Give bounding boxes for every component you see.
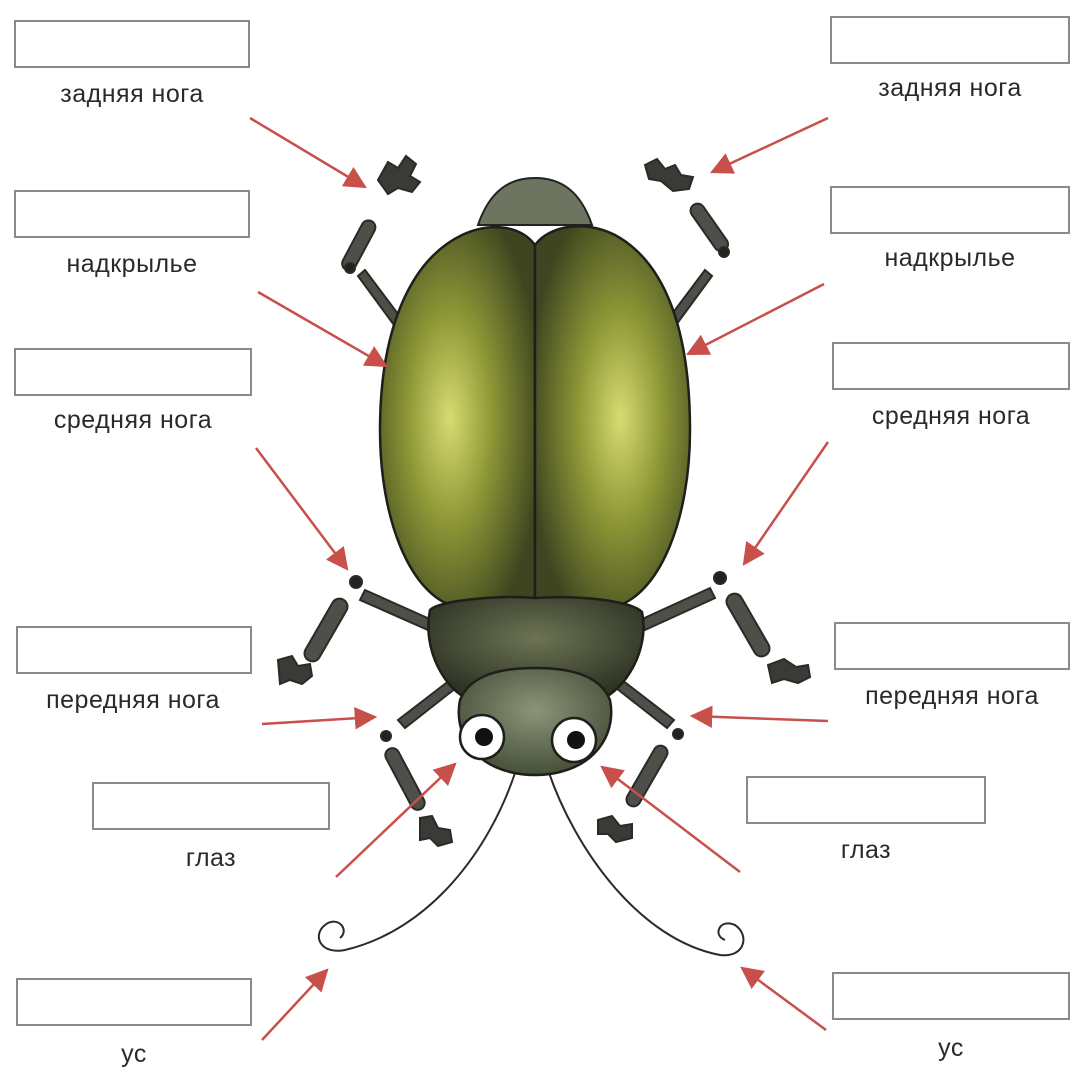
arrow-left-middle-leg <box>256 448 347 569</box>
label-left-middle-leg: средняя нога <box>14 406 252 435</box>
label-left-front-leg: передняя нога <box>10 686 256 715</box>
arrow-left-hind-leg <box>250 118 365 187</box>
arrow-left-elytron <box>258 292 386 366</box>
label-left-antenna: ус <box>16 1040 252 1069</box>
right-middle-leg <box>640 572 810 683</box>
label-right-antenna: ус <box>832 1034 1070 1063</box>
left-eye <box>460 715 504 759</box>
label-right-middle-leg: средняя нога <box>832 402 1070 431</box>
label-right-elytron: надкрылье <box>830 244 1070 273</box>
arrow-right-eye <box>602 767 740 872</box>
label-right-eye: глаз <box>746 836 986 865</box>
answer-box-left-middle-leg[interactable] <box>14 348 252 396</box>
answer-box-right-front-leg[interactable] <box>834 622 1070 670</box>
answer-box-right-eye[interactable] <box>746 776 986 824</box>
arrow-right-hind-leg <box>712 118 828 172</box>
answer-box-left-antenna[interactable] <box>16 978 252 1026</box>
arrow-left-eye <box>336 764 455 877</box>
left-front-leg <box>381 680 456 846</box>
arrow-right-elytron <box>688 284 824 354</box>
answer-box-left-eye[interactable] <box>92 782 330 830</box>
answer-box-right-hind-leg[interactable] <box>830 16 1070 64</box>
right-antenna <box>548 770 743 955</box>
left-elytron <box>380 227 535 609</box>
answer-box-left-front-leg[interactable] <box>16 626 252 674</box>
label-left-elytron: надкрылье <box>14 250 250 279</box>
arrow-right-front-leg <box>692 716 828 721</box>
arrow-left-antenna <box>262 970 327 1040</box>
answer-box-right-elytron[interactable] <box>830 186 1070 234</box>
beetle-pronotum-top <box>478 178 592 225</box>
arrow-right-middle-leg <box>744 442 828 564</box>
arrow-left-front-leg <box>262 717 375 724</box>
label-left-hind-leg: задняя нога <box>14 80 250 109</box>
label-left-eye: глаз <box>92 844 330 873</box>
right-elytron <box>535 226 690 609</box>
label-right-hind-leg: задняя нога <box>830 74 1070 103</box>
label-right-front-leg: передняя нога <box>834 682 1070 711</box>
left-middle-leg <box>278 576 432 684</box>
answer-box-right-antenna[interactable] <box>832 972 1070 1020</box>
answer-box-right-middle-leg[interactable] <box>832 342 1070 390</box>
right-eye <box>552 718 596 762</box>
antennae <box>319 770 744 955</box>
arrow-right-antenna <box>742 968 826 1030</box>
answer-box-left-hind-leg[interactable] <box>14 20 250 68</box>
answer-box-left-elytron[interactable] <box>14 190 250 238</box>
